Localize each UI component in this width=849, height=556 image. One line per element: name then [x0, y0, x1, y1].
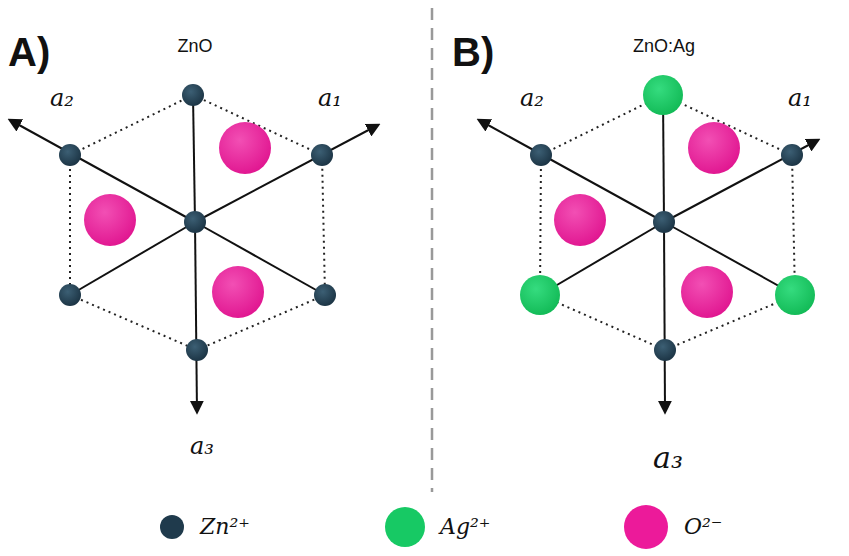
legend-swatch	[160, 515, 184, 539]
znoag-cell	[479, 75, 818, 412]
legend-swatch	[624, 505, 668, 549]
axis-label: a₂	[520, 86, 544, 110]
legend-text: Ag²⁺	[440, 516, 490, 538]
panel-letter: B)	[452, 32, 494, 72]
zno-cell	[10, 84, 378, 412]
panel-title: ZnO:Ag	[633, 37, 695, 55]
legend-text: O²⁻	[684, 516, 722, 538]
legend-swatch	[385, 507, 425, 547]
legend-text: Zn²⁺	[200, 516, 250, 538]
axis-label: a₃	[653, 443, 683, 473]
axis-label: a₃	[190, 434, 214, 458]
axis-label: a₂	[50, 86, 74, 110]
panel-title: ZnO	[177, 37, 212, 55]
divider	[431, 8, 434, 492]
panel-letter: A)	[8, 32, 50, 72]
axis-label: a₁	[318, 86, 342, 110]
axis-label: a₁	[788, 86, 812, 110]
